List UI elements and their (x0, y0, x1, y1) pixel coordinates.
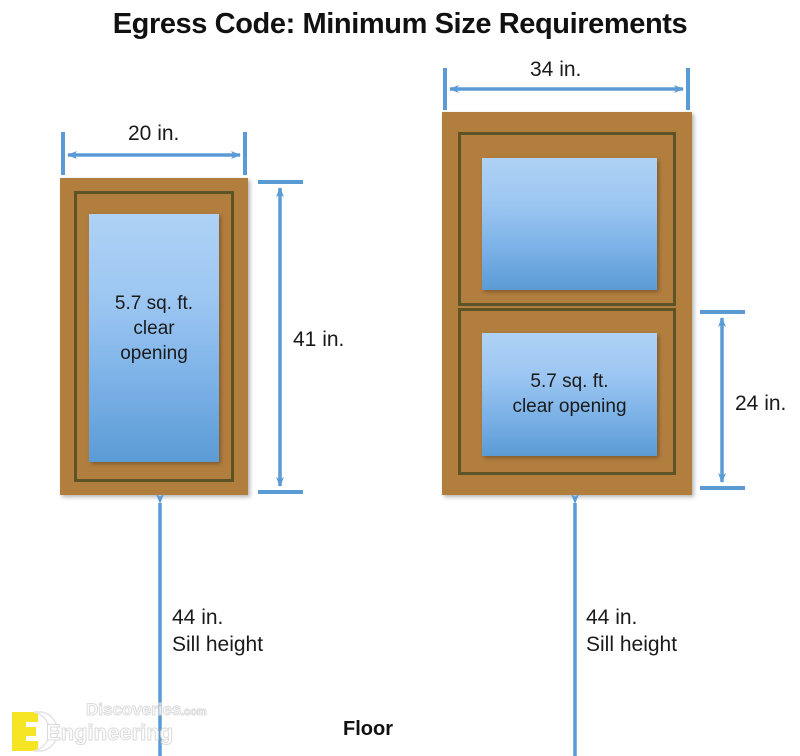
engineering-discoveries-logo-icon (12, 711, 59, 752)
page-title: Egress Code: Minimum Size Requirements (112, 8, 688, 40)
double-hung-opening-height-label: 24 in. (735, 392, 787, 415)
double-hung-window-frame: 5.7 sq. ft. clear opening (442, 112, 692, 495)
floor-label: Floor (343, 718, 393, 740)
casement-clear-opening-label: 5.7 sq. ft. clear opening (114, 293, 194, 364)
double-hung-sill-height-label: 44 in. Sill height (586, 606, 678, 656)
double-hung-upper-glass (482, 158, 657, 290)
watermark-line-discoveries: Discoveries (85, 700, 182, 720)
watermark-line-engineering: Engineering (45, 720, 174, 746)
casement-window-glass: 5.7 sq. ft. clear opening (89, 214, 219, 462)
double-hung-width-label: 34 in. (530, 58, 582, 81)
casement-width-label: 20 in. (128, 122, 180, 145)
double-hung-lower-sash: 5.7 sq. ft. clear opening (458, 308, 676, 475)
double-hung-clear-opening-label: 5.7 sq. ft. clear opening (512, 371, 627, 417)
casement-sill-height-label: 44 in. Sill height (172, 606, 264, 656)
casement-window-sash: 5.7 sq. ft. clear opening (74, 191, 234, 482)
double-hung-lower-glass: 5.7 sq. ft. clear opening (482, 333, 657, 456)
casement-height-label: 41 in. (293, 328, 345, 351)
double-hung-upper-sash (458, 132, 676, 306)
casement-window-frame: 5.7 sq. ft. clear opening (60, 178, 248, 495)
watermark: Discoveries .com Engineering (8, 698, 238, 752)
watermark-dotcom-suffix: .com (181, 706, 208, 719)
